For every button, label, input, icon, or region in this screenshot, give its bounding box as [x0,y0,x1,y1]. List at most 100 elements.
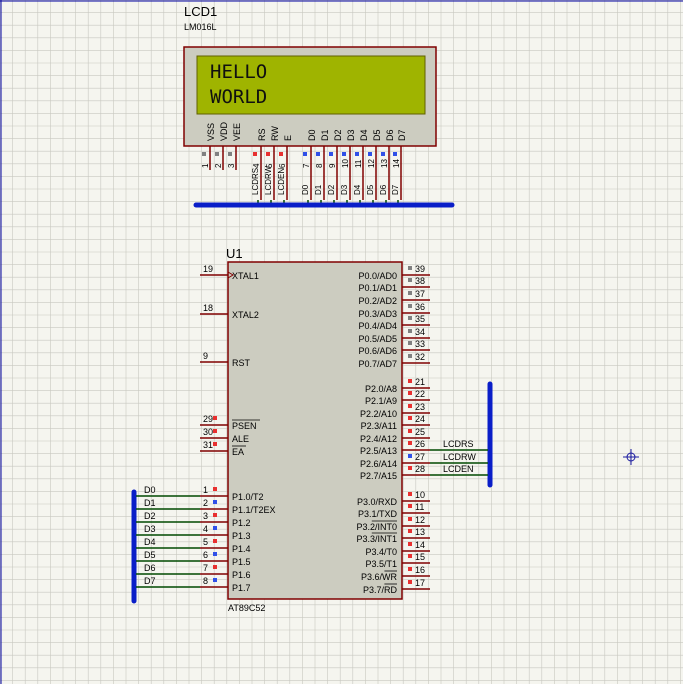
lcd-pin-state [368,152,372,156]
lcd-pin-state [381,152,385,156]
mcu-left-pin-number: 18 [203,303,213,313]
lcd-net-label: D5 [366,184,375,195]
mcu-right-pin-state [408,304,412,308]
mcu-left-pin-number: 7 [203,563,208,573]
mcu-right-pin-label: P2.5/A13 [360,446,397,456]
mcu-right-pin-number: 25 [415,427,425,437]
mcu-right-pin-label: P0.5/AD5 [358,334,397,344]
mcu-left-pin-label: P1.5 [232,557,251,567]
mcu-right-pin-label: P3.5/T1 [365,559,397,569]
mcu-right-pin-number: 37 [415,289,425,299]
mcu-right-pin-number: 26 [415,439,425,449]
mcu-right-pin-label: P2.0/A8 [365,384,397,394]
mcu-left-pin-label: P1.4 [232,544,251,554]
lcd-pin-number: 7 [302,163,311,168]
mcu-right-pin-label: P0.2/AD2 [358,296,397,306]
lcd-pin-number: 1 [201,163,210,168]
mcu-right-pin-label: P3.2/INT0 [356,522,397,532]
mcu-right-pin-label: P2.4/A12 [360,434,397,444]
mcu-right-pin-number: 15 [415,552,425,562]
mcu-left-pin-state [213,552,217,556]
mcu-right-pin-state [408,517,412,521]
mcu-component[interactable]: U1 AT89C52 19XTAL118XTAL29RST29PSEN30ALE… [200,246,430,613]
mcu-left-pin-label: P1.6 [232,570,251,580]
mcu-left-pin-state [213,487,217,491]
mcu-right-pin-state [408,554,412,558]
lcd-pin-state [303,152,307,156]
mcu-left-pin-number: 29 [203,414,213,424]
mcu-right-pin-label: P2.6/A14 [360,459,397,469]
lcd-component[interactable]: LCD1 LM016L HELLO WORLD VSS1VDD2VEE3RS4L… [183,4,437,203]
mcu-right-pin-number: 21 [415,377,425,387]
mcu-right-pin-state [408,316,412,320]
mcu-right-pin-label: P0.3/AD3 [358,309,397,319]
mcu-left-pin-number: 30 [203,427,213,437]
lcd-pin-label: D0 [307,129,317,141]
port1-net-label: D0 [144,485,156,495]
lcd-pins: VSS1VDD2VEE3RS4LCDRSRW5LCDRWE6LCDEND07D0… [201,121,407,203]
lcd-net-label: D3 [340,184,349,195]
mcu-left-pin-label: P1.7 [232,583,251,593]
control-net-label: LCDRW [443,452,476,462]
mcu-right-pin-label: P2.2/A10 [360,409,397,419]
lcd-line-2: WORLD [210,86,267,108]
mcu-left-pin-label: RST [232,358,251,368]
lcd-pin-label: D2 [333,129,343,141]
lcd-pin-label: VSS [206,123,216,141]
lcd-pin-state [215,152,219,156]
mcu-right-pin-number: 36 [415,302,425,312]
lcd-pin-label: D1 [320,129,330,141]
mcu-right-pin-number: 14 [415,540,425,550]
mcu-right-pin-state [408,266,412,270]
lcd-net-label: D1 [314,184,323,195]
mcu-left-pin-label: EA [232,447,244,457]
port1-net-label: D2 [144,511,156,521]
port1-net-label: D4 [144,537,156,547]
mcu-left-pin-number: 6 [203,550,208,560]
lcd-pin-label: D5 [372,129,382,141]
mcu-left-pin-number: 9 [203,351,208,361]
mcu-right-pin-state [408,291,412,295]
mcu-left-pins: 19XTAL118XTAL29RST29PSEN30ALE31EA1P1.0/T… [200,264,276,593]
mcu-left-pin-label: PSEN [232,421,257,431]
mcu-left-pin-state [213,500,217,504]
mcu-right-pin-number: 23 [415,402,425,412]
mcu-left-pin-number: 5 [203,537,208,547]
mcu-left-pin-state [213,578,217,582]
mcu-right-pin-label: P0.4/AD4 [358,321,397,331]
mcu-left-pin-number: 4 [203,524,208,534]
mcu-right-pin-state [408,580,412,584]
mcu-left-pin-number: 19 [203,264,213,274]
lcd-pin-state [316,152,320,156]
crosshair-icon [623,449,639,465]
lcd-pin-label: RW [270,126,280,141]
lcd-pin-label: D7 [397,129,407,141]
mcu-right-pin-label: P3.3/INT1 [356,534,397,544]
lcd-net-label: D6 [379,184,388,195]
lcd-pin-number: 14 [392,159,401,168]
mcu-right-pin-state [408,404,412,408]
mcu-right-pin-state [408,529,412,533]
control-net-label: LCDRS [443,439,474,449]
mcu-right-pin-state [408,504,412,508]
mcu-right-pin-state [408,391,412,395]
lcd-pin-number: 10 [341,159,350,168]
mcu-right-pin-label: P2.7/A15 [360,471,397,481]
mcu-left-pin-number: 2 [203,498,208,508]
lcd-pin-state [342,152,346,156]
mcu-right-pin-state [408,278,412,282]
mcu-left-pin-state [213,565,217,569]
mcu-ref: U1 [226,246,243,261]
mcu-left-pin-number: 3 [203,511,208,521]
port1-net-label: D3 [144,524,156,534]
mcu-right-pin-number: 39 [415,264,425,274]
mcu-left-pin-number: 8 [203,576,208,586]
mcu-body [227,261,403,600]
mcu-right-pin-label: P3.6/WR [361,572,398,582]
mcu-left-pin-label: P1.2 [232,518,251,528]
mcu-right-pin-number: 10 [415,490,425,500]
mcu-right-pin-state [408,567,412,571]
lcd-line-1: HELLO [210,61,267,83]
